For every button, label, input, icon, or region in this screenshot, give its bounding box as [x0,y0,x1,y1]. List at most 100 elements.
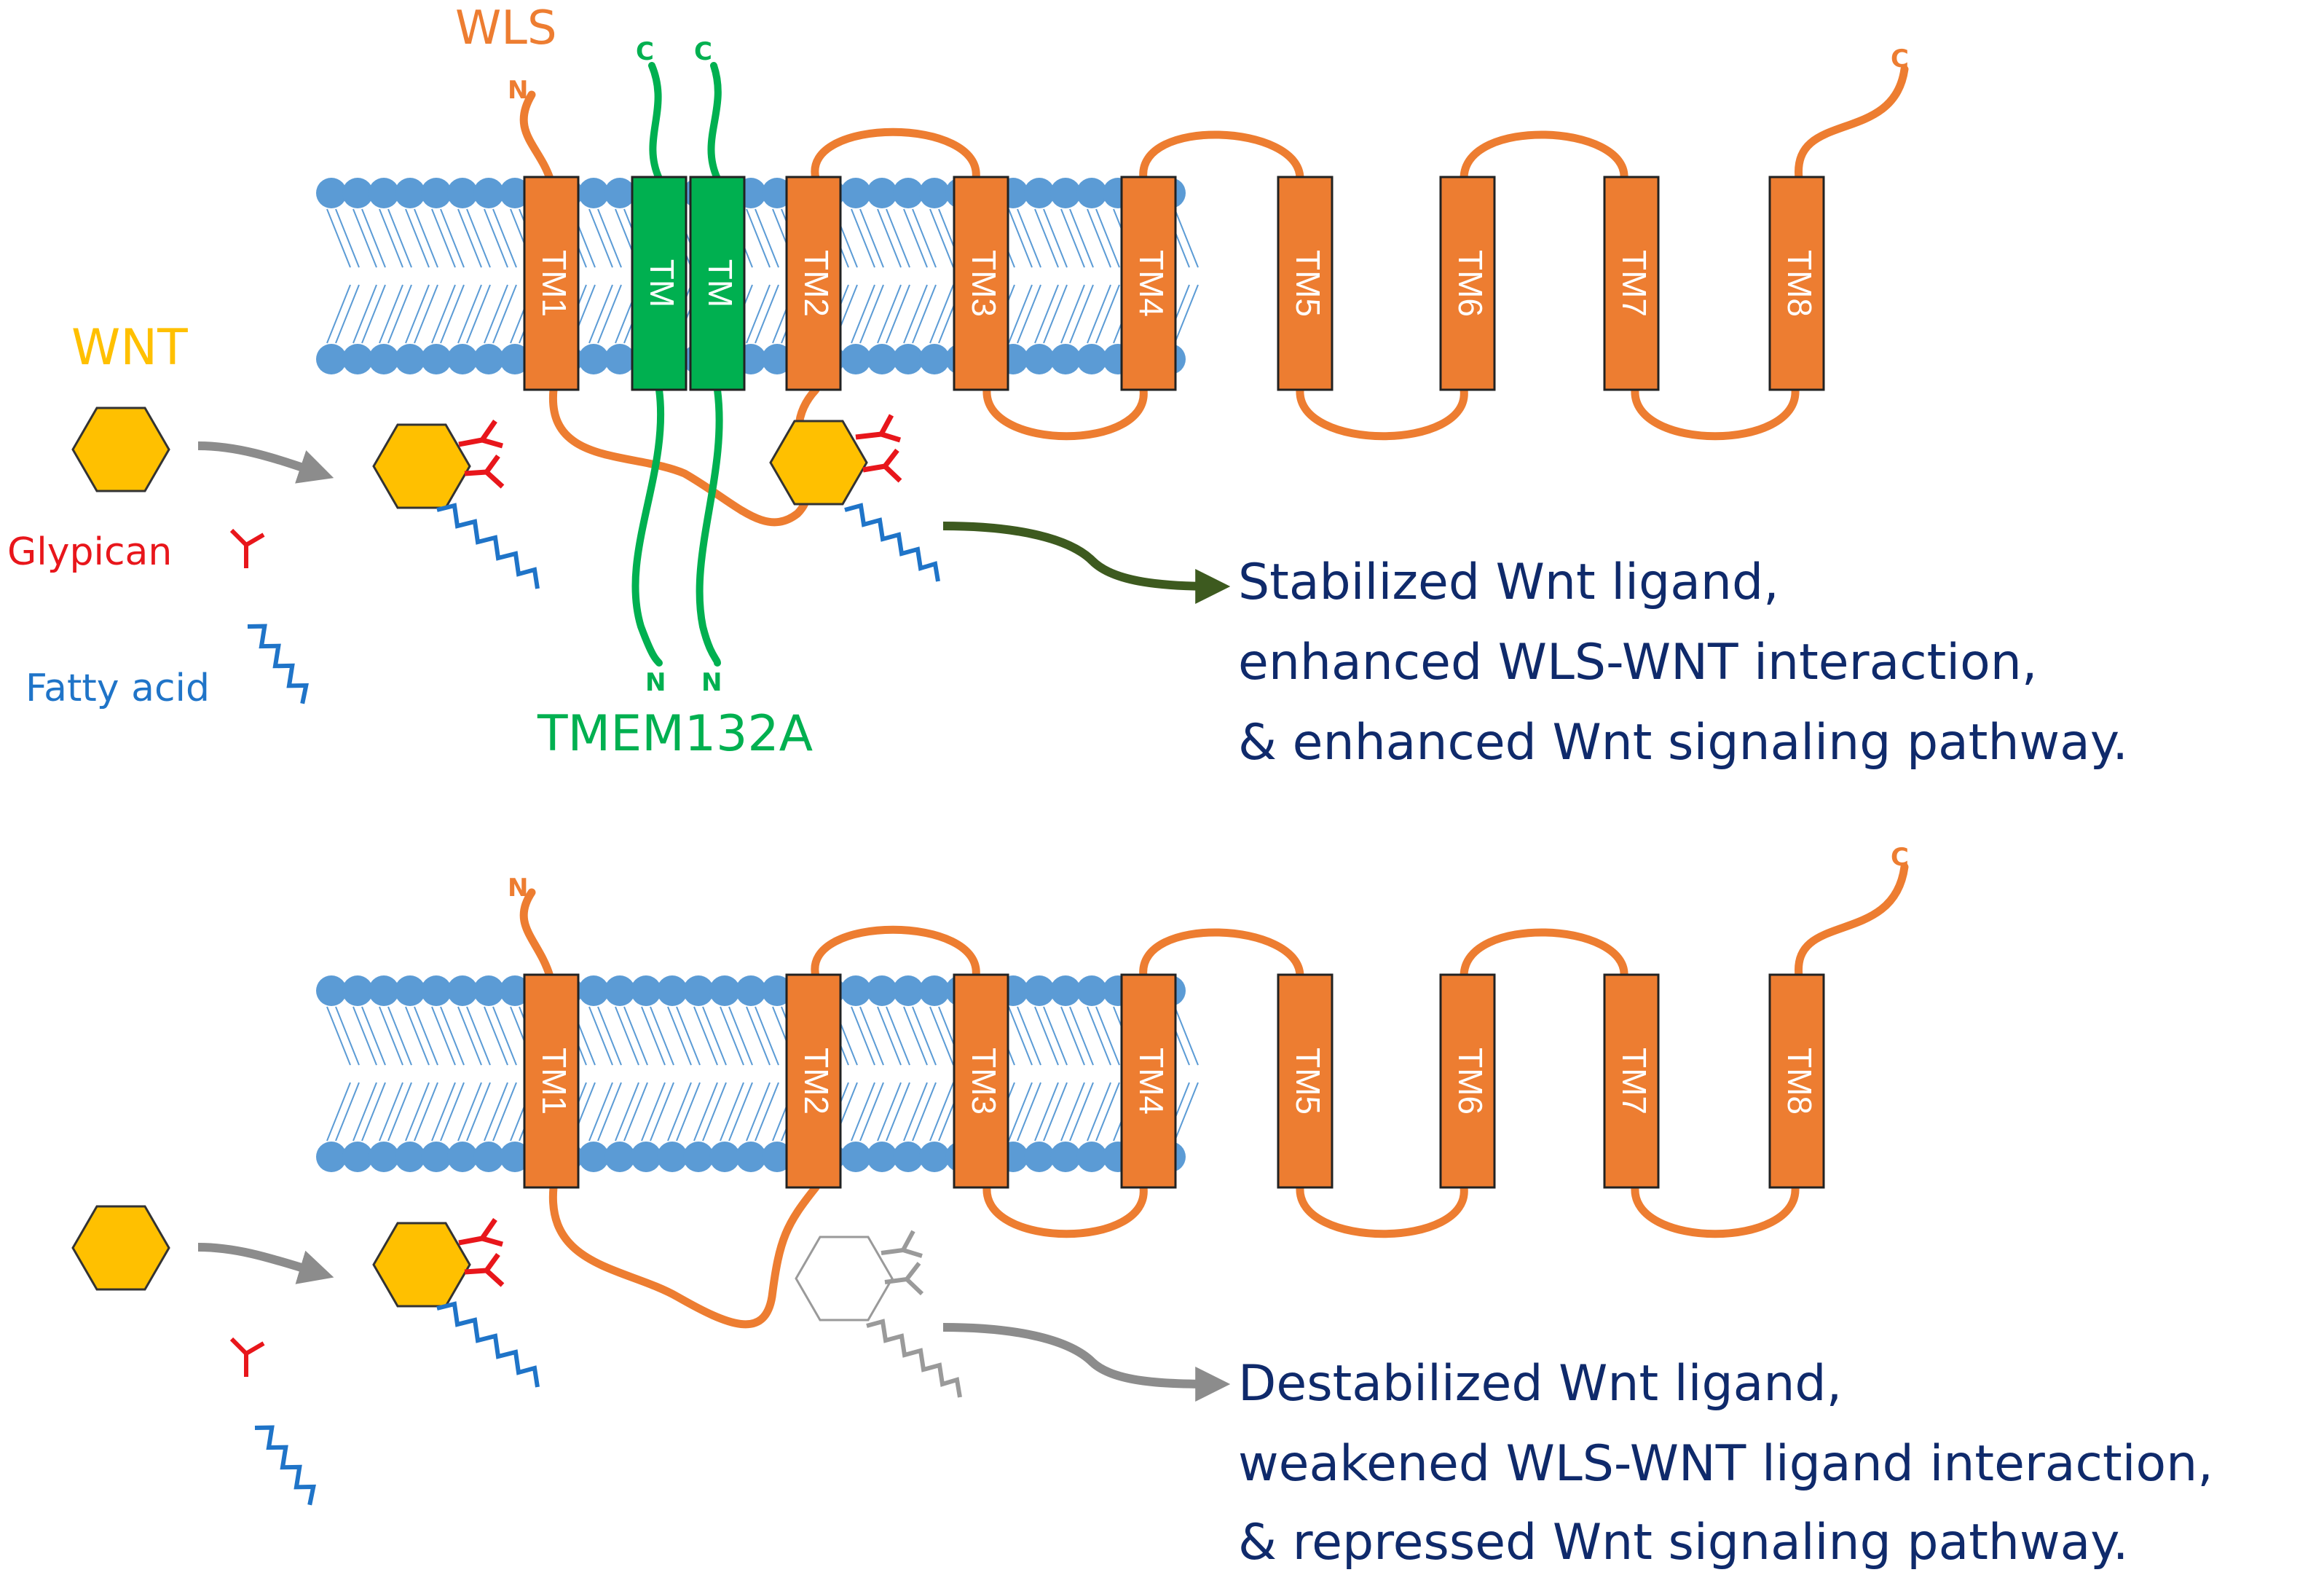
lipid-tail [1060,208,1085,268]
lipid-tail [859,284,884,344]
lipid-head [604,344,635,374]
lipid-molecule [683,975,727,1172]
lipid-tail [1095,1082,1120,1142]
transmembrane-helix: TM7 [1603,973,1660,1189]
lipid-head [893,975,923,1006]
tmem132a-chain-extracellular [648,62,663,182]
lipid-head [683,1142,714,1172]
glypican-label: Glypican [7,530,172,574]
lipid-tail [492,284,517,344]
lipid-tail [405,1082,430,1142]
lipid-tail [414,208,438,268]
lipid-head [1076,1142,1107,1172]
lipid-tail [466,208,491,268]
lipid-tail [431,208,456,268]
transmembrane-helix: TM [631,176,688,391]
glypican-icon [229,528,265,568]
lipid-tail [859,208,884,268]
lipid-tail [1043,1006,1068,1066]
lipid-tail [466,1006,491,1066]
helix-label: TM [701,259,739,307]
transmembrane-helix: TM3 [953,973,1009,1189]
lipid-tail [414,1082,438,1142]
lipid-tail [361,1082,386,1142]
lipid-molecule [604,975,648,1172]
lipid-head [473,344,504,374]
lipid-molecule [893,975,937,1172]
lipid-head [919,344,950,374]
wls-label: WLS [455,1,557,55]
lipid-tail [720,1082,744,1142]
lipid-tail [1008,284,1033,344]
lipid-head [840,178,871,208]
lipid-head [867,975,897,1006]
lipid-tail [912,208,937,268]
lipid-head [867,178,897,208]
lipid-molecule [1024,178,1068,374]
lipid-tail [676,1006,701,1066]
wls-n-terminus-label: N [508,873,528,903]
lipid-molecule [342,178,386,374]
glypican-icon [464,1252,505,1287]
transmembrane-helix: TM6 [1439,176,1496,391]
glypican-icon [884,1262,924,1296]
lipid-head [1076,344,1107,374]
lipid-head [395,975,425,1006]
helix-label: TM4 [1133,1048,1170,1115]
helix-label: TM2 [797,1048,835,1115]
lipid-tail [440,1006,465,1066]
lipid-head [369,178,399,208]
lipid-tail [1008,208,1033,268]
lipid-tail [877,1006,902,1066]
wls-intracellular-loop [1631,1183,1800,1238]
wnt-ligand-icon [71,1205,170,1291]
wnt-label: WNT [71,319,188,377]
lipid-tail [886,1006,910,1066]
lipid-tail [484,284,508,344]
lipid-tail [1043,208,1068,268]
tmem132a-chain-intracellular [631,386,665,667]
wls-extracellular-loop [811,127,980,183]
wls-c-terminal-tail [1795,863,1909,981]
destabilized-wnt-complex [795,1230,962,1398]
helix-label: TM2 [797,250,835,317]
lipid-tail [352,1082,377,1142]
lipid-tail [615,1082,639,1142]
lipid-tail [484,1006,508,1066]
lipid-molecule [447,975,491,1172]
lipid-molecule [631,975,674,1172]
lipid-tail [1069,1082,1094,1142]
lipid-head [919,1142,950,1172]
lipid-tail [886,1082,910,1142]
lipid-tail [851,284,875,344]
lipid-head [447,1142,478,1172]
lipid-head [762,1142,792,1172]
lipid-tail [929,1006,954,1066]
lipid-head [867,344,897,374]
lipid-head [316,344,347,374]
glypican-icon [881,1230,923,1258]
lipid-head [919,178,950,208]
lipid-head [1050,1142,1081,1172]
lipid-head [1076,178,1107,208]
lipid-tail [702,1006,727,1066]
tmem132a-label: TMEM132A [537,705,813,763]
lipid-molecule [657,975,701,1172]
lipid-head [421,178,452,208]
outcome-line: Stabilized Wnt ligand, [1238,554,1779,611]
lipid-tail [1008,1082,1033,1142]
wnt-ligand-icon [372,423,471,509]
lipid-bilayer [316,975,1199,1172]
lipid-head [395,1142,425,1172]
wnt-glypican-fattyacid-complex [372,1218,540,1388]
lipid-tail [335,1082,360,1142]
lipid-head [369,1142,399,1172]
lipid-tail [1087,1082,1111,1142]
lipid-tail [588,208,613,268]
lipid-tail [326,284,351,344]
lipid-head [578,178,609,208]
lipid-tail [693,1082,718,1142]
lipid-head [893,344,923,374]
helix-label: TM3 [965,250,1003,317]
